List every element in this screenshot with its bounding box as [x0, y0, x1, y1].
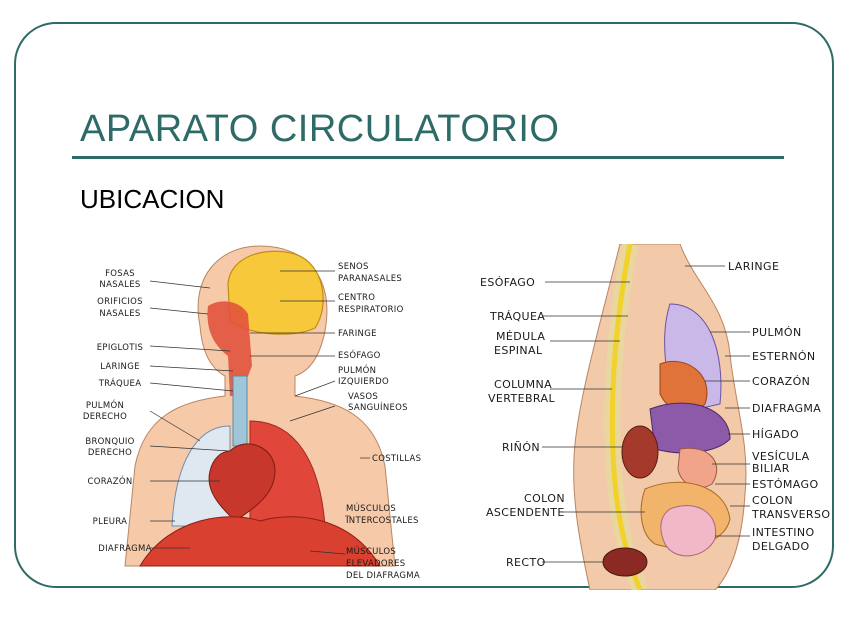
title-underline [72, 156, 784, 159]
label-transverso: TRANSVERSO [751, 508, 830, 521]
label-pleura: PLEURA [93, 517, 128, 527]
label-laringe: LARINGE [100, 362, 140, 372]
label-nasales-1: NASALES [99, 280, 140, 290]
label-intercostales: INTERCOSTALES [346, 516, 419, 526]
kidney [622, 426, 658, 478]
label-bronquio: BRONQUIO [85, 437, 134, 447]
label-pulmon: PULMÓN [752, 326, 802, 339]
label-diafragma: DIAFRAGMA [752, 402, 821, 415]
label-centro: CENTRO [338, 293, 375, 303]
label-vasos: VASOS [348, 392, 378, 402]
label-derecho-2: DERECHO [88, 448, 132, 458]
label-traquea: TRÁQUEA [98, 377, 142, 389]
label-paranasales: PARANASALES [338, 274, 402, 284]
label-esternon: ESTERNÓN [752, 350, 816, 363]
label-espinal: ESPINAL [494, 344, 543, 357]
label-estomago: ESTÓMAGO [752, 478, 819, 491]
label-biliar: BILIAR [752, 462, 790, 475]
label-esofago: ESÓFAGO [480, 276, 535, 289]
label-esofago: ESÓFAGO [338, 349, 381, 361]
label-laringe: LARINGE [728, 260, 779, 273]
label-ascendente: ASCENDENTE [486, 506, 565, 519]
label-orificios: ORIFICIOS [97, 297, 143, 307]
label-elevadores: ELEVADORES [346, 559, 405, 569]
label-delgado: DELGADO [752, 540, 810, 553]
label-colon: COLON [524, 492, 565, 505]
trachea [233, 376, 247, 446]
label-recto: RECTO [506, 556, 546, 569]
label-traquea: TRÁQUEA [489, 310, 545, 323]
label-respiratorio: RESPIRATORIO [338, 305, 404, 315]
label-derecho-1: DERECHO [83, 412, 127, 422]
label-senos: SENOS [338, 262, 369, 272]
label-medula: MÉDULA [496, 330, 545, 343]
label-intestino: INTESTINO [752, 526, 815, 539]
label-higado: HÍGADO [752, 428, 799, 441]
label-del-diafragma: DEL DIAFRAGMA [346, 571, 420, 581]
label-musculos-2: MÚSCULOS [346, 545, 396, 557]
label-diafragma: DIAFRAGMA [98, 544, 151, 554]
label-faringe: FARINGE [338, 329, 377, 339]
label-corazon: CORAZÓN [752, 375, 810, 388]
label-sanguineos: SANGUÍNEOS [348, 401, 408, 413]
label-corazon: CORAZÓN [88, 475, 133, 487]
label-columna: COLUMNA [494, 378, 552, 391]
respiratory-anatomy-figure: FOSAS NASALES ORIFICIOS NASALES EPIGLOTI… [80, 236, 430, 586]
label-rinon: RIÑÓN [502, 441, 540, 454]
label-pulmon-derecho: PULMÓN [86, 399, 124, 411]
label-epiglotis: EPIGLOTIS [97, 343, 144, 353]
slide-subtitle: UBICACION [80, 184, 224, 215]
label-colon-t: COLON [752, 494, 793, 507]
torso-section-figure: ESÓFAGO TRÁQUEA MÉDULA ESPINAL COLUMNA V… [480, 244, 840, 590]
label-fosas: FOSAS [105, 269, 135, 279]
label-musculos-1: MÚSCULOS [346, 502, 396, 514]
label-costillas: COSTILLAS [372, 454, 421, 464]
small-intestine [661, 506, 716, 556]
slide-title: APARATO CIRCULATORIO [80, 108, 559, 151]
label-izquierdo: IZQUIERDO [338, 377, 389, 387]
label-pulmon-izq: PULMÓN [338, 364, 376, 376]
rectum [603, 548, 647, 576]
label-nasales-2: NASALES [99, 309, 140, 319]
label-vertebral: VERTEBRAL [488, 392, 555, 405]
